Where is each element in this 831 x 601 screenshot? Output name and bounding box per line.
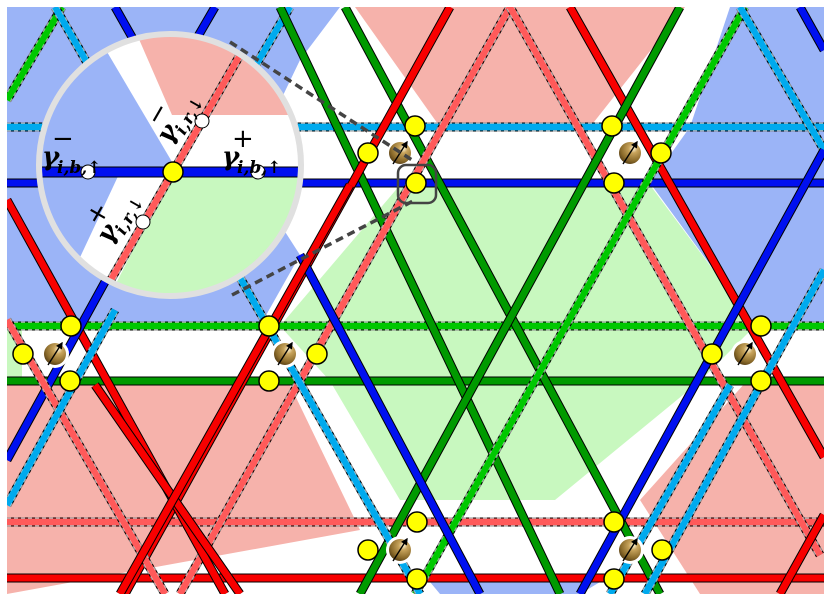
majorana-junction-node	[750, 370, 772, 392]
spin-arrow-icon	[622, 140, 638, 165]
light-blue-diagonal-i	[7, 307, 119, 508]
spin-arrow-icon	[392, 537, 408, 562]
majorana-junction-node	[12, 343, 34, 365]
svg-text:γ: γ	[42, 142, 61, 172]
majorana-junction-node	[406, 511, 428, 533]
red-diagonal-i	[7, 197, 229, 594]
green-diagonal-b	[275, 7, 565, 594]
callout-dashed-line	[229, 40, 413, 162]
light-blue-diagonal-g	[641, 267, 824, 594]
spin-arrow-icon	[47, 341, 63, 366]
red-diagonal-j	[91, 382, 244, 594]
spin-site-mid-center	[258, 315, 328, 392]
spin-site-mid-right	[701, 315, 772, 392]
light-blue-diagonal-j	[226, 257, 424, 594]
blue-diagonal-j	[296, 252, 484, 594]
salmon-diagonal-c	[176, 7, 514, 594]
majorana-mode-node	[80, 164, 96, 180]
green-diagonal-e	[411, 7, 749, 594]
majorana-junction-node	[603, 568, 625, 590]
spin-site-bottom-b	[603, 511, 673, 590]
blue-region-bottom-center	[430, 582, 600, 594]
spin-arrow-icon	[737, 341, 753, 366]
majorana-mode-node	[250, 164, 266, 180]
red-diagonal-h	[776, 512, 824, 594]
majorana-junction-node	[406, 568, 428, 590]
salmon-diagonal-d	[506, 7, 824, 558]
majorana-mode-node	[194, 113, 210, 129]
majorana-junction-node	[357, 539, 379, 561]
majorana-junction-node	[405, 172, 427, 194]
callout-dashed-line	[231, 198, 416, 297]
svg-text:+: +	[232, 124, 254, 154]
green-diagonal-a	[7, 7, 66, 103]
magnifier-callout	[229, 40, 438, 297]
spin-arrow-icon	[392, 140, 408, 165]
red-region-bottom-right	[640, 383, 824, 594]
majorana-junction-node	[60, 315, 82, 337]
spin-site-bottom-a	[357, 511, 428, 590]
red-diagonal-k	[116, 182, 354, 594]
spin-site-top-b	[601, 115, 672, 194]
label-gamma-b-up-plus: γi,b,↑ +	[222, 124, 281, 178]
majorana-junction-node	[258, 370, 280, 392]
majorana-junction-node	[650, 142, 672, 164]
spin-arrow-icon	[277, 341, 293, 366]
spin-sites	[12, 115, 772, 590]
majorana-junction-node	[404, 115, 426, 137]
green-diagonal-d	[356, 7, 684, 594]
mag-center-junction	[162, 161, 184, 183]
spin-site-mid-left	[12, 315, 82, 392]
majorana-junction-node	[603, 172, 625, 194]
majorana-mode-node	[135, 214, 151, 230]
svg-text:γ: γ	[222, 142, 241, 172]
salmon-diagonal-i	[7, 317, 169, 594]
spin-site-top-a	[357, 115, 427, 194]
label-gamma-b-up-minus: γi,b,↑ −	[42, 124, 101, 178]
majorana-junction-node	[306, 343, 328, 365]
majorana-junction-node	[59, 370, 81, 392]
magnifier-ring	[36, 31, 304, 299]
majorana-junction-node	[258, 315, 280, 337]
focus-box	[396, 163, 438, 205]
svg-text:i,b,↑: i,b,↑	[57, 158, 101, 178]
majorana-junction-node	[651, 539, 673, 561]
majorana-junction-node	[601, 115, 623, 137]
blue-diagonal-f	[796, 7, 824, 53]
majorana-junction-node	[750, 315, 772, 337]
light-blue-diagonal-e	[736, 7, 824, 153]
majorana-junction-node	[357, 142, 379, 164]
svg-text:i,b,↑: i,b,↑	[237, 158, 281, 178]
majorana-junction-node	[603, 511, 625, 533]
svg-text:−: −	[52, 124, 74, 154]
majorana-junction-node	[701, 343, 723, 365]
spin-arrow-icon	[622, 537, 638, 562]
blue-region-top-right	[650, 7, 824, 326]
red-diagonal-d	[566, 7, 824, 460]
